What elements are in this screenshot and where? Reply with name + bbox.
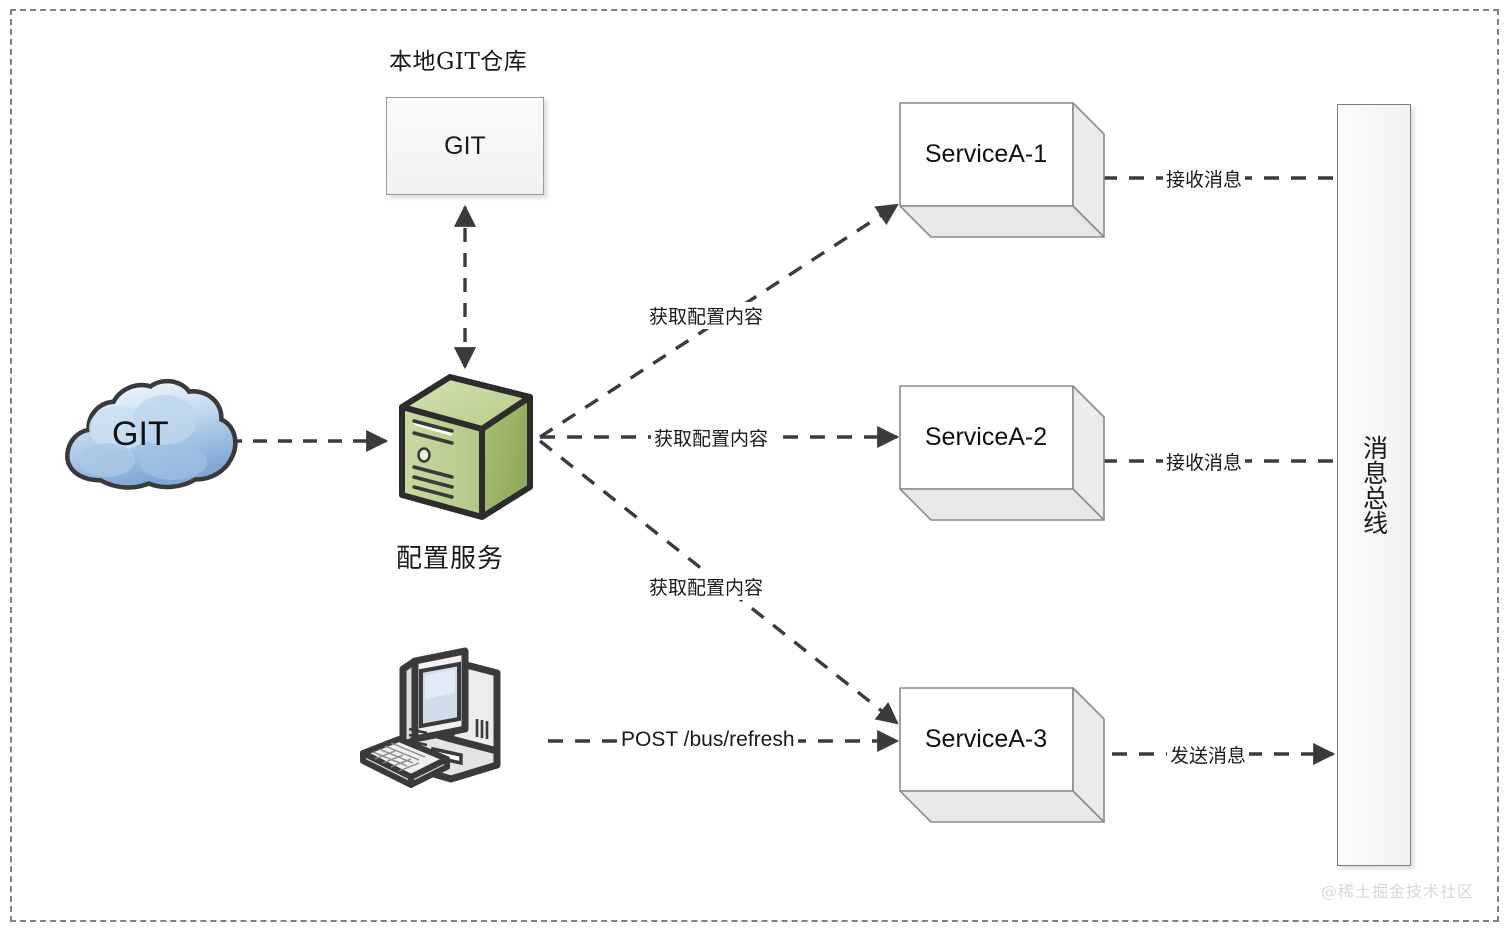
config-server-icon <box>390 371 542 523</box>
edge-label-pc-to-service-3: POST /bus/refresh <box>618 728 798 752</box>
service-box-label: ServiceA-3 <box>924 724 1048 753</box>
developer-pc-icon <box>355 633 540 798</box>
git-cloud-label: GIT <box>112 415 169 453</box>
local-git-box-label: GIT <box>444 131 486 160</box>
service-box-service-a-3[interactable]: ServiceA-3 <box>899 687 1105 823</box>
local-git-title: 本地GIT仓库 <box>389 49 528 75</box>
git-cloud-icon <box>57 378 242 508</box>
config-service-label: 配置服务 <box>396 544 505 574</box>
edge-config-to-service-1 <box>539 203 899 439</box>
service-box-label: ServiceA-1 <box>924 139 1048 168</box>
service-box-label: ServiceA-2 <box>924 422 1048 451</box>
message-bus-label: 消息总线 <box>1359 435 1389 535</box>
service-box-service-a-2[interactable]: ServiceA-2 <box>899 385 1105 521</box>
watermark: @稀土掘金技术社区 <box>1320 882 1474 901</box>
message-bus[interactable]: 消息总线 <box>1337 104 1411 866</box>
edge-label-config-to-service-3: 获取配置内容 <box>646 573 767 600</box>
edge-label-config-to-service-1: 获取配置内容 <box>646 302 767 329</box>
local-git-box[interactable]: GIT <box>386 97 544 195</box>
edge-label-service-3-to-bus: 发送消息 <box>1167 741 1250 768</box>
edge-label-config-to-service-2: 获取配置内容 <box>651 424 772 451</box>
edge-label-bus-to-service-2: 接收消息 <box>1163 448 1246 475</box>
edge-label-bus-to-service-1: 接收消息 <box>1163 165 1246 192</box>
service-box-service-a-1[interactable]: ServiceA-1 <box>899 102 1105 238</box>
